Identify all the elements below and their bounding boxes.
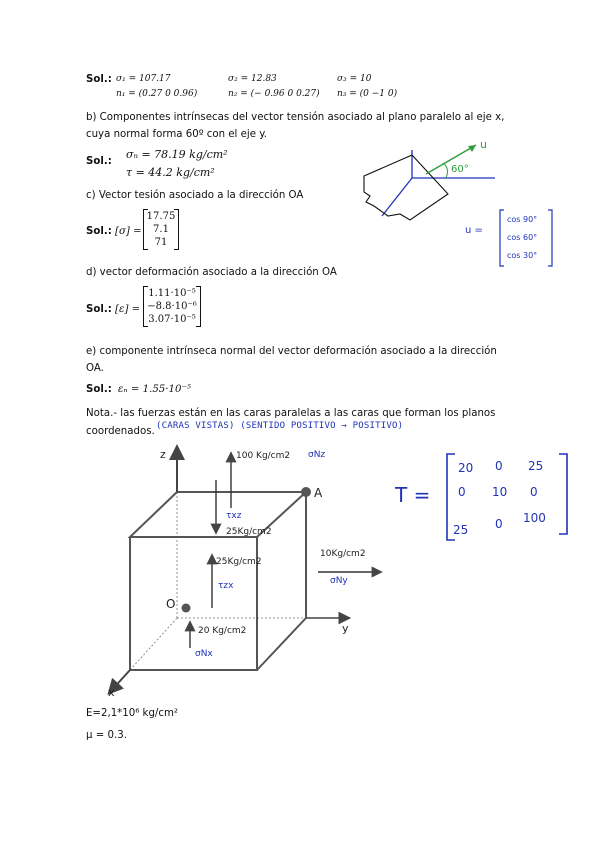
- tau-answer: τ = 44.2 kg/cm²: [126, 166, 215, 179]
- axis-x-label: x: [108, 686, 115, 699]
- u-symbol: u =: [465, 225, 483, 236]
- nota-text-1: Nota.- las fuerzas están en las caras pa…: [86, 408, 496, 419]
- part-b-text-1: b) Componentes intrínsecas del vector te…: [86, 112, 505, 123]
- epsilon-n-answer: εₙ = 1.55·10⁻⁵: [118, 384, 191, 395]
- epsilon-vector-matrix: 1.11·10⁻⁵ −8.8·10⁻⁶ 3.07·10⁻⁵: [143, 286, 201, 327]
- sigma-n-answer: σₙ = 78.19 kg/cm²: [126, 148, 228, 161]
- tensor-cell: 20: [458, 461, 473, 475]
- load-y: 10Kg/cm2: [320, 549, 366, 559]
- origin-label: O: [166, 597, 175, 611]
- sigma-vector-symbol: [σ] =: [115, 226, 142, 237]
- normal-1: n₁ = (0.27 0 0.96): [116, 89, 198, 99]
- u-value: cos 30°: [507, 251, 537, 260]
- plane-sketch: 60° u u = cos 90° cos 60° cos 30°: [363, 138, 553, 267]
- tensor-cell: 100: [523, 511, 546, 525]
- tensor-cell: 0: [530, 485, 538, 499]
- sigma-vector-matrix: 17.75 7.1 71: [143, 209, 179, 250]
- sol-label-principal: Sol.:: [86, 74, 112, 85]
- part-d-text: d) vector deformación asociado a la dire…: [86, 267, 337, 278]
- axis-z-label: z: [160, 448, 166, 461]
- sigma-vector-value: 17.75: [146, 211, 176, 222]
- point-a: [301, 487, 311, 497]
- epsilon-vector-value: −8.8·10⁻⁶: [147, 301, 197, 312]
- sol-label-e: Sol.:: [86, 384, 112, 395]
- tensor-cell: 0: [495, 517, 503, 531]
- epsilon-vector-value: 3.07·10⁻⁵: [148, 314, 196, 325]
- epsilon-vector-symbol: [ε] =: [115, 304, 141, 315]
- tensor-cell: 0: [458, 485, 466, 499]
- axis-y-label: y: [342, 622, 349, 635]
- load-top: 100 Kg/cm2: [236, 451, 290, 461]
- hand-tau-xz: τxz: [226, 511, 242, 521]
- sol-label-b: Sol.:: [86, 156, 112, 167]
- load-front: 25Kg/cm2: [216, 557, 262, 567]
- tensor-cell: 25: [453, 523, 468, 537]
- sigma-3: σ₃ = 10: [337, 74, 372, 84]
- tensor-cell: 25: [528, 459, 543, 473]
- angle-label: 60°: [451, 164, 469, 175]
- hand-sigma-nz: σNz: [308, 450, 325, 460]
- epsilon-vector-value: 1.11·10⁻⁵: [148, 288, 196, 299]
- part-b-text-2: cuya normal forma 60º con el eje y.: [86, 129, 268, 140]
- sol-label-d: Sol.:: [86, 304, 112, 315]
- load-zx-top: 25Kg/cm2: [226, 527, 272, 537]
- constant-e: E=2,1*10⁶ kg/cm²: [86, 708, 178, 719]
- hand-sigma-nx: σNx: [195, 649, 213, 659]
- constant-mu: μ = 0.3.: [86, 730, 127, 741]
- normal-3: n₃ = (0 −1 0): [337, 89, 398, 99]
- sigma-1: σ₁ = 107.17: [116, 74, 171, 84]
- vector-u-label: u: [480, 138, 487, 151]
- origin-point: [181, 603, 191, 613]
- u-value: cos 60°: [507, 233, 537, 242]
- hand-tau-zx: τzx: [218, 581, 234, 591]
- normal-2: n₂ = (− 0.96 0 0.27): [228, 89, 320, 99]
- sigma-2: σ₂ = 12.83: [228, 74, 277, 84]
- part-e-text-1: e) componente intrínseca normal del vect…: [86, 346, 497, 357]
- u-value: cos 90°: [507, 215, 537, 224]
- sigma-vector-value: 71: [154, 237, 168, 248]
- sigma-vector-value: 7.1: [153, 224, 169, 235]
- stress-tensor: T = 20 0 25 0 10 0 25 0 100: [395, 453, 568, 541]
- nota-text-2: coordenados.: [86, 426, 155, 437]
- sol-label-c: Sol.:: [86, 226, 112, 237]
- part-e-text-2: OA.: [86, 363, 104, 374]
- load-x: 20 Kg/cm2: [198, 626, 246, 636]
- cube-figure: z y x O A 100 Kg/cm2 σNz τxz 25Kg/cm2 25…: [107, 444, 383, 699]
- point-a-label: A: [314, 486, 323, 500]
- tensor-cell: 0: [495, 459, 503, 473]
- tensor-label: T =: [395, 483, 430, 507]
- tensor-cell: 10: [492, 485, 507, 499]
- part-c-text: c) Vector tesión asociado a la dirección…: [86, 190, 304, 201]
- hand-sigma-ny: σNy: [330, 576, 348, 586]
- nota-handwritten: (CARAS VISTAS) (SENTIDO POSITIVO → POSIT…: [156, 421, 404, 431]
